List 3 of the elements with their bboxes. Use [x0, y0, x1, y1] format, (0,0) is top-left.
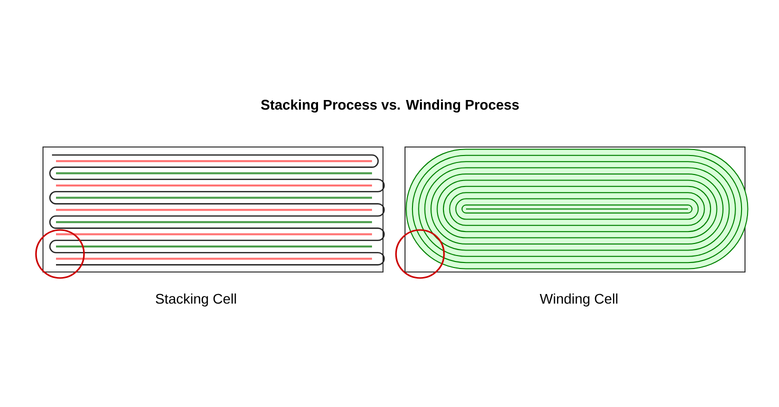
- title: Stacking Process vs. Winding Process: [261, 99, 519, 113]
- caption: Stacking Cell: [156, 293, 236, 307]
- caption: Winding Cell: [540, 293, 618, 307]
